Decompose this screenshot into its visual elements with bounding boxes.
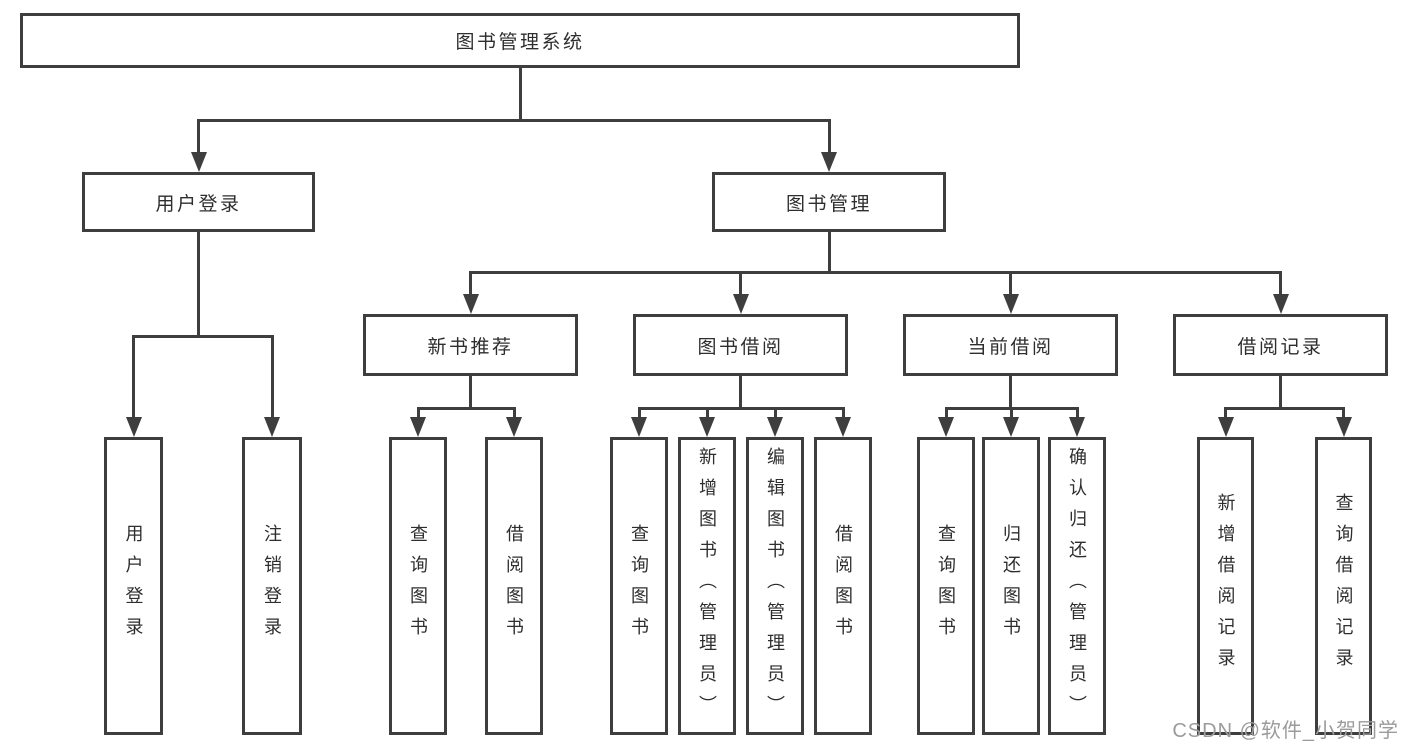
node-current-borrowing: 当前借阅 (903, 314, 1118, 376)
node-label: 图书管理系统 (455, 32, 585, 53)
node-label: 新增图书（管理员） (697, 446, 717, 726)
node-new-book-recommendation: 新书推荐 (363, 314, 578, 376)
arrow-down-icon (264, 417, 280, 437)
connector-segment (773, 408, 777, 421)
connector-segment (1279, 376, 1282, 408)
connector-segment (132, 336, 135, 421)
leaf-add-books-admin: 新增图书（管理员） (678, 437, 736, 735)
connector-segment (132, 334, 274, 338)
connector-segment (1009, 408, 1013, 421)
node-label: 查询图书 (936, 524, 956, 648)
connector-segment (1224, 408, 1227, 421)
node-label: 查询借阅记录 (1333, 493, 1354, 679)
arrow-down-icon (699, 417, 715, 437)
node-label: 确认归还（管理员） (1067, 446, 1087, 726)
arrow-down-icon (125, 417, 142, 437)
leaf-add-borrow-record: 新增借阅记录 (1197, 437, 1254, 735)
node-label: 注销登录 (262, 524, 282, 648)
connector-segment (469, 272, 472, 298)
arrow-down-icon (1003, 417, 1019, 437)
leaf-borrow-books: 借阅图书 (485, 437, 543, 735)
connector-segment (270, 336, 274, 421)
connector-segment (469, 376, 472, 408)
node-book-management: 图书管理 (712, 172, 946, 232)
leaf-return-books: 归还图书 (982, 437, 1040, 735)
node-label: 查询图书 (408, 524, 428, 648)
connector-segment (197, 120, 200, 156)
connector-segment (416, 408, 420, 421)
arrow-down-icon (938, 417, 954, 437)
arrow-down-icon (631, 417, 647, 437)
connector-segment (1009, 272, 1012, 298)
connector-segment (841, 408, 845, 421)
leaf-edit-books-admin: 编辑图书（管理员） (746, 437, 804, 735)
connector-segment (637, 406, 845, 410)
node-label: 用户登录 (155, 193, 242, 215)
arrow-down-icon (821, 152, 837, 172)
connector-segment (944, 408, 948, 421)
connector-segment (1342, 408, 1345, 421)
connector-segment (705, 408, 709, 421)
arrow-down-icon (1217, 417, 1234, 437)
connector-segment (1009, 376, 1012, 408)
csdn-watermark: CSDN @软件_小贺同学 (1172, 720, 1399, 742)
connector-segment (637, 408, 641, 421)
node-label: 借阅图书 (504, 524, 524, 648)
node-borrowing-records: 借阅记录 (1173, 314, 1388, 376)
node-label: 查询图书 (629, 524, 649, 648)
node-library-management-system: 图书管理系统 (20, 13, 1020, 68)
connector-segment (739, 272, 742, 298)
node-user-login: 用户登录 (82, 172, 315, 232)
node-label: 图书借阅 (697, 336, 784, 358)
leaf-query-books: 查询图书 (610, 437, 668, 735)
connector-segment (827, 120, 831, 156)
node-label: 归还图书 (1001, 524, 1021, 648)
node-label: 新书推荐 (427, 336, 514, 358)
node-label: 当前借阅 (967, 336, 1054, 358)
node-label: 编辑图书（管理员） (765, 446, 785, 726)
connector-segment (197, 232, 200, 336)
connector-segment (518, 68, 522, 120)
leaf-query-books: 查询图书 (917, 437, 975, 735)
arrow-down-icon (506, 417, 522, 437)
leaf-logout: 注销登录 (242, 437, 302, 735)
connector-segment (1075, 408, 1079, 421)
arrow-down-icon (1002, 294, 1019, 314)
arrow-down-icon (462, 294, 479, 314)
arrow-down-icon (835, 417, 851, 437)
connector-segment (512, 408, 516, 421)
arrow-down-icon (1335, 417, 1352, 437)
node-label: 借阅图书 (833, 524, 853, 648)
arrow-down-icon (767, 417, 783, 437)
arrow-down-icon (732, 294, 749, 314)
node-book-borrowing: 图书借阅 (633, 314, 848, 376)
leaf-query-books: 查询图书 (389, 437, 447, 735)
arrow-down-icon (1272, 294, 1289, 314)
leaf-confirm-return-admin: 确认归还（管理员） (1048, 437, 1106, 735)
arrow-down-icon (410, 417, 426, 437)
connector-segment (827, 232, 831, 272)
connector-segment (1224, 406, 1345, 410)
connector-segment (197, 118, 831, 122)
arrow-down-icon (1069, 417, 1085, 437)
arrow-down-icon (190, 152, 207, 172)
connector-segment (469, 270, 1282, 274)
connector-segment (1279, 272, 1282, 298)
node-label: 用户登录 (123, 524, 144, 648)
node-label: 新增借阅记录 (1215, 493, 1236, 679)
connector-segment (739, 376, 742, 408)
node-label: 图书管理 (785, 193, 872, 215)
leaf-user-login: 用户登录 (104, 437, 163, 735)
connector-segment (416, 406, 516, 410)
leaf-borrow-books: 借阅图书 (814, 437, 872, 735)
leaf-query-borrow-record: 查询借阅记录 (1315, 437, 1372, 735)
node-label: 借阅记录 (1237, 336, 1324, 358)
